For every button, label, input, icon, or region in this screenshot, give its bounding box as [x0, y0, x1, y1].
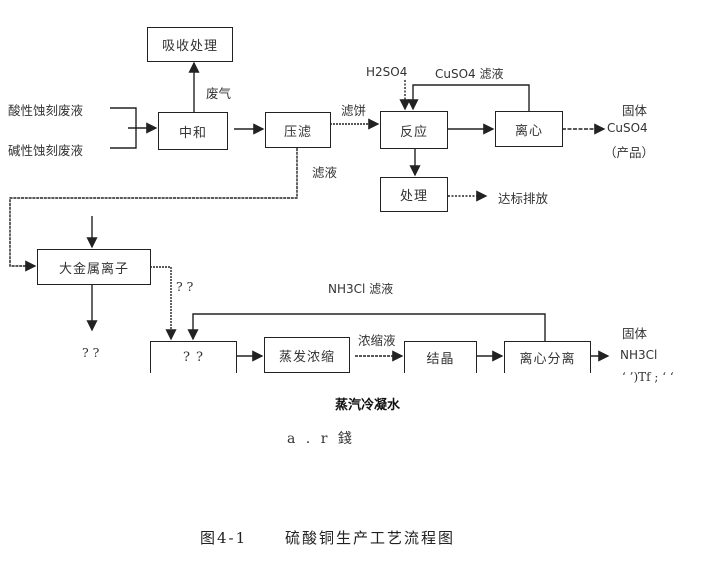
unknown-label-2: ? ?: [82, 345, 100, 360]
figure-title: 硫酸铜生产工艺流程图: [285, 529, 456, 547]
discharge-label: 达标排放: [498, 191, 549, 206]
heavy-metal-to-unknown-arrow: [150, 266, 177, 341]
alkaline-waste-label: 碱性蚀刻废液: [8, 143, 84, 158]
heavy-metal-ion-box: 大金属离子: [37, 249, 151, 285]
nh3cl-product-label: NH3Cl: [620, 348, 658, 362]
filtrate-loop-arrow: [9, 148, 298, 272]
neutralize-box: 中和: [158, 112, 228, 150]
nh3cl-filtrate-label: NH3Cl 滤液: [328, 282, 394, 296]
acid-waste-label: 酸性蚀刻废液: [8, 103, 84, 118]
evaporate-concentrate-box: 蒸发浓缩: [264, 337, 350, 373]
centrifuge-separation-box: 离心分离: [504, 341, 591, 373]
reaction-box: 反应: [380, 111, 448, 149]
garbled-label: ‘ ’)Tf ; ‘ ‘: [622, 370, 674, 384]
press-filter-box: 压滤: [265, 112, 331, 148]
cuso4-filtrate-label: CuSO4 滤液: [435, 67, 504, 81]
absorb-treatment-box: 吸收处理: [147, 27, 233, 62]
cuso4-product-label: CuSO4: [607, 121, 648, 135]
product-label: （产品）: [604, 145, 655, 160]
steam-condensate-label: 蒸汽冷凝水: [335, 398, 401, 413]
solid-label-2: 固体: [622, 326, 648, 341]
figure-number: 图4-1: [200, 529, 248, 547]
h2so4-label: H2SO4: [366, 65, 408, 79]
concentrate-label: 浓缩液: [358, 333, 396, 348]
filter-cake-label: 滤饼: [341, 103, 367, 118]
treatment-box: 处理: [380, 177, 448, 212]
filtrate-label: 滤液: [312, 165, 338, 180]
unknown-label-1: ? ?: [176, 279, 194, 294]
solid-label-1: 固体: [622, 103, 648, 118]
cuso4-recycle-arrow: [407, 84, 530, 111]
nh3cl-recycle-arrow: [187, 313, 546, 341]
unknown-process-box: ? ?: [150, 341, 237, 373]
crystallize-box: 结晶: [404, 341, 477, 373]
centrifuge-box: 离心: [495, 111, 563, 147]
waste-gas-label: 废气: [206, 86, 232, 101]
garbled-label-2: a . r 錢: [287, 431, 355, 447]
